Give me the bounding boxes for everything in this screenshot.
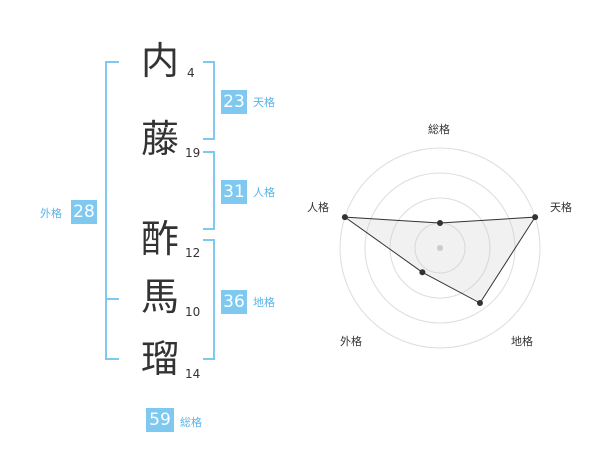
jin-kaku-value: 31 xyxy=(221,180,247,204)
name-char-4: 馬 xyxy=(140,275,179,319)
sou-kaku-value: 59 xyxy=(146,408,174,432)
stroke-count-2: 19 xyxy=(185,146,201,160)
name-char-1: 内 xyxy=(140,39,179,83)
name-char-3: 酢 xyxy=(140,217,179,261)
stroke-count-1: 4 xyxy=(187,66,195,80)
radar-center-point xyxy=(437,245,443,251)
radar-label-jin: 人格 xyxy=(307,201,329,214)
radar-point-1 xyxy=(532,214,539,221)
radar-label-ten: 天格 xyxy=(550,201,572,214)
radar-ring xyxy=(389,197,491,299)
radar-polygon xyxy=(343,216,537,304)
stroke-count-4: 10 xyxy=(185,305,201,319)
chi-bracket-bottom xyxy=(203,358,215,360)
gai-kaku-label: 外格 xyxy=(40,207,62,220)
ten-kaku-value: 23 xyxy=(221,90,247,114)
chi-kaku-value: 36 xyxy=(221,290,247,314)
gai-bracket-vertical xyxy=(105,61,107,360)
jin-bracket-bottom xyxy=(203,228,215,230)
jin-kaku-label: 人格 xyxy=(253,186,275,199)
chi-kaku-label: 地格 xyxy=(253,296,275,309)
chi-bracket-vertical xyxy=(213,239,215,360)
ten-bracket-top xyxy=(203,61,215,63)
radar-point-0 xyxy=(437,220,443,226)
radar-ring xyxy=(339,147,541,349)
sou-kaku-label: 総格 xyxy=(180,416,202,429)
radar-label-gai: 外格 xyxy=(340,335,362,348)
jin-bracket-top xyxy=(203,151,215,153)
radar-label-sou: 総格 xyxy=(428,123,450,136)
gai-kaku-value: 28 xyxy=(71,200,97,224)
name-char-5: 瑠 xyxy=(140,337,179,381)
radar-label-chi: 地格 xyxy=(511,335,533,348)
stroke-count-5: 14 xyxy=(185,367,201,381)
gai-bracket-mid-tick xyxy=(105,298,119,300)
radar-point-4 xyxy=(341,214,348,221)
stroke-count-3: 12 xyxy=(185,246,201,260)
ten-bracket-bottom xyxy=(203,138,215,140)
name-char-2: 藤 xyxy=(140,117,179,161)
radar-point-3 xyxy=(419,269,426,276)
chi-bracket-top xyxy=(203,239,215,241)
gai-bracket-top xyxy=(105,61,119,63)
gai-bracket-bottom xyxy=(105,358,119,360)
jin-bracket-vertical xyxy=(213,151,215,230)
ten-kaku-label: 天格 xyxy=(253,96,275,109)
radar-point-2 xyxy=(476,300,483,307)
ten-bracket-vertical xyxy=(213,61,215,140)
